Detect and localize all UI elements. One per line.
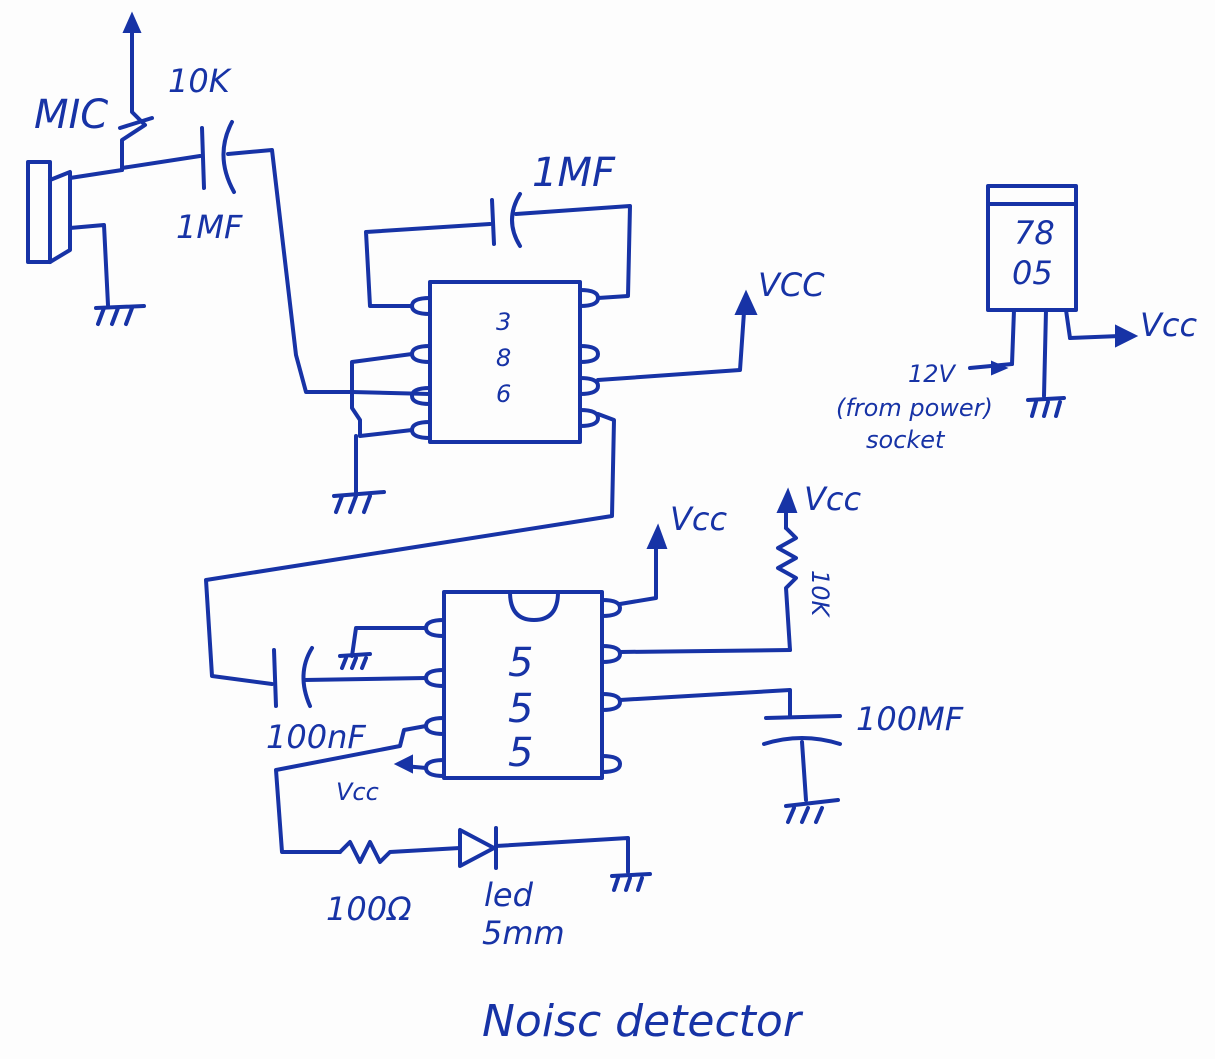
ground-symbol-reg: [1026, 396, 1066, 418]
wire-amp-ground: [350, 352, 414, 438]
wire-555-vcc: [618, 546, 658, 606]
ground-symbol-led: [610, 872, 652, 892]
wire-555-ground: [350, 626, 428, 658]
wire-gain-right: [514, 204, 632, 300]
potentiometer-10k: [118, 11, 154, 172]
vcc-arrow-amp: [734, 289, 758, 315]
ic-amp-digit-2: 8: [496, 344, 511, 372]
regulator-7805: [986, 184, 1078, 398]
wire-555-output: [274, 724, 428, 854]
wire-led-ground: [494, 836, 630, 874]
wire-gain-left: [364, 222, 492, 308]
ic-timer-digit-2: 5: [508, 686, 533, 732]
capacitor-trigger-100nf: [272, 646, 314, 708]
input-arrow-reg: [991, 360, 1009, 376]
wire-reg-out: [1068, 334, 1122, 340]
ic-amp-digit-3: 6: [496, 380, 511, 408]
diagram-title: Noisc detector: [482, 996, 804, 1047]
ground-symbol-555: [338, 652, 372, 670]
resistor-10k: [776, 526, 798, 652]
label-regulator-bottom: 05: [1012, 254, 1053, 292]
wire-discharge: [618, 648, 792, 654]
label-reg-note-1: (from power): [836, 394, 993, 422]
wire-amp-vcc: [596, 310, 746, 382]
wire-trigger: [302, 676, 428, 682]
capacitor-timing-100mf: [762, 714, 842, 746]
label-cap-input: 1MF: [176, 208, 243, 246]
label-vcc-reset: Vcc: [336, 778, 379, 806]
label-cap-trigger: 100nF: [266, 718, 366, 756]
wire-mic-top: [68, 168, 124, 180]
label-led-2: 5mm: [482, 914, 565, 952]
vcc-arrow-reg: [1115, 324, 1139, 348]
label-vcc-timer: Vcc: [670, 500, 727, 538]
resistor-100ohm: [338, 840, 462, 864]
ic-555-timer: [424, 590, 622, 780]
vcc-arrow-res: [776, 487, 798, 513]
capacitor-gain-1mf: [490, 192, 522, 248]
led-5mm: [458, 826, 498, 870]
label-pot-value: 10K: [168, 62, 233, 100]
label-mic: MIC: [34, 92, 108, 138]
label-cap-timing: 100MF: [856, 700, 964, 738]
label-vcc-amp: VCC: [758, 266, 825, 304]
vcc-arrow-555: [646, 523, 668, 549]
label-cap-gain: 1MF: [532, 150, 616, 196]
wire-timing-ground: [800, 740, 808, 802]
label-led-1: led: [484, 876, 534, 914]
label-regulator-top: 78: [1014, 214, 1055, 252]
ground-symbol-amp: [332, 490, 386, 514]
label-vcc-res: Vcc: [804, 480, 861, 518]
label-vcc-reg: Vcc: [1140, 306, 1197, 344]
label-reg-input: 12V: [908, 360, 957, 388]
ic-timer-digit-3: 5: [508, 730, 533, 776]
wire-threshold: [618, 688, 792, 718]
label-reg-note-2: socket: [866, 426, 946, 454]
vcc-arrow-reset: [393, 754, 413, 774]
wire-to-input-cap: [120, 154, 202, 170]
ic-386-amplifier: [410, 280, 600, 444]
label-res-led: 100Ω: [326, 890, 412, 928]
ic-timer-digit-1: 5: [508, 640, 533, 686]
ic-amp-digit-1: 3: [496, 308, 511, 336]
wire-mic-ground: [68, 223, 110, 307]
label-res-timer: 10K: [806, 570, 834, 619]
ground-symbol-mic: [94, 304, 146, 326]
capacitor-input-1mf: [200, 120, 236, 194]
microphone-symbol: [26, 160, 72, 264]
wire-amp-output: [204, 412, 616, 686]
ground-symbol-timing: [784, 798, 840, 824]
wire-cap-to-amp: [226, 148, 432, 396]
